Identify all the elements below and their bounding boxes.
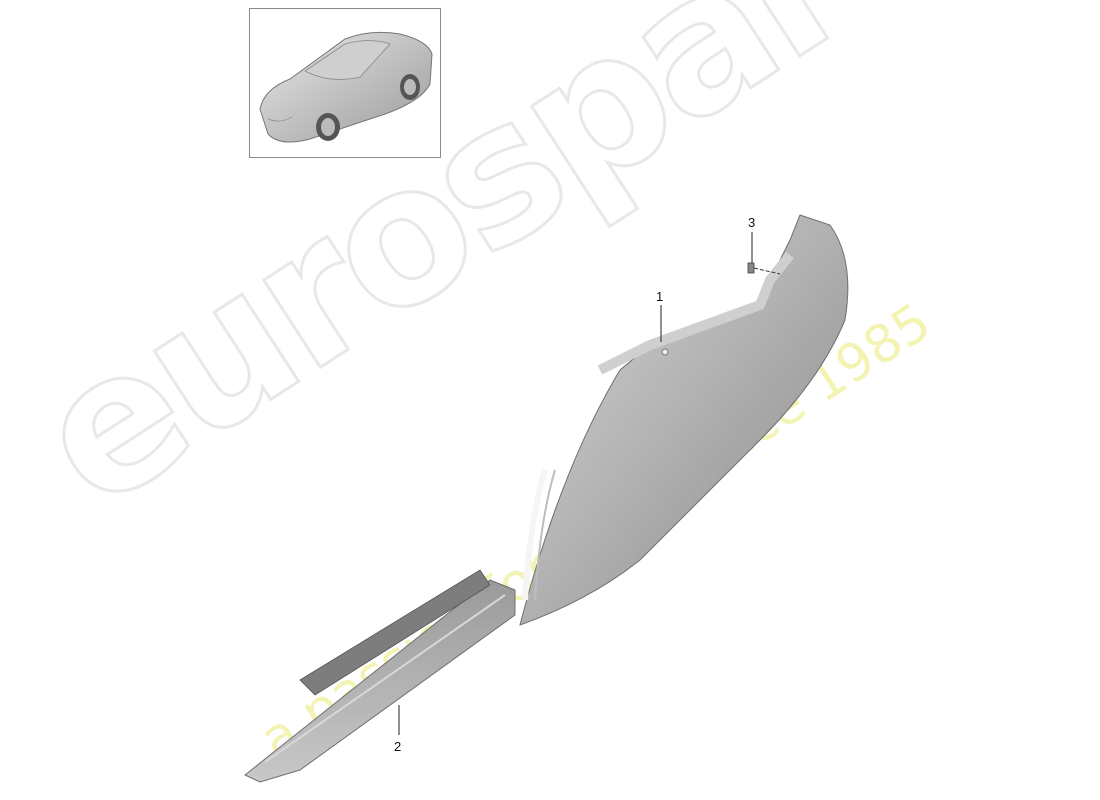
callout-1[interactable]: 1	[656, 289, 664, 304]
callout-3[interactable]: 3	[748, 215, 756, 230]
part-1-side-panel[interactable]	[519, 214, 849, 626]
part-2-side-sill[interactable]	[244, 569, 516, 783]
part-3-fastener[interactable]	[747, 262, 781, 275]
vehicle-thumbnail	[249, 8, 441, 158]
car-icon	[259, 31, 433, 143]
callout-2[interactable]: 2	[394, 739, 402, 754]
